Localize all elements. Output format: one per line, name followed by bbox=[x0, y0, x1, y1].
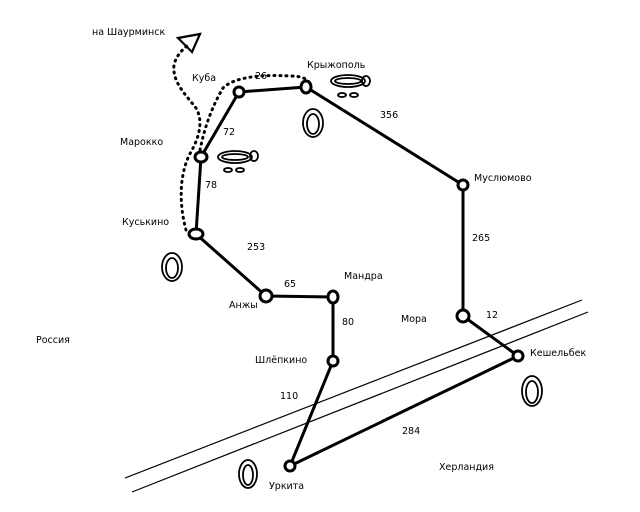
distance-label: 72 bbox=[223, 127, 235, 138]
capsule-icon-urkita bbox=[238, 459, 258, 489]
distance-label: 265 bbox=[472, 233, 490, 244]
node-kuskino bbox=[187, 227, 205, 241]
distance-label: 253 bbox=[247, 242, 265, 253]
node-keshelbek bbox=[511, 349, 525, 363]
node-kuba bbox=[232, 85, 246, 99]
distance-label: 26 bbox=[255, 71, 267, 82]
distance-label: 110 bbox=[280, 391, 298, 402]
town-label-kuba: Куба bbox=[192, 73, 216, 84]
town-label-keshelbek: Кешельбек bbox=[530, 348, 587, 359]
distance-label: 80 bbox=[342, 317, 354, 328]
distance-label: 356 bbox=[380, 110, 398, 121]
capsule-icon-keshelbek bbox=[521, 375, 543, 407]
blimp-icon-kryzhopol bbox=[330, 74, 371, 98]
node-kryzhopol bbox=[299, 79, 313, 95]
capsule-icons bbox=[161, 108, 543, 489]
town-label-kuskino: Куськино bbox=[122, 217, 169, 228]
town-label-shlyopkino: Шлёпкино bbox=[255, 355, 307, 366]
main-route bbox=[194, 85, 520, 468]
country-label-neighbor: Херландия bbox=[439, 462, 494, 473]
capsule-icon-kuskino bbox=[161, 252, 183, 282]
dotted-route bbox=[172, 43, 312, 232]
town-nodes bbox=[187, 79, 525, 473]
border-line bbox=[124, 299, 589, 493]
town-label-anzhy: Анжы bbox=[229, 300, 258, 311]
node-marokko bbox=[193, 150, 209, 164]
direction-label: на Шаурминск bbox=[92, 27, 165, 38]
town-label-marokko: Марокко bbox=[120, 137, 163, 148]
town-label-kryzhopol: Крыжополь bbox=[307, 60, 366, 71]
node-anzhy bbox=[258, 288, 274, 304]
town-label-mora: Мора bbox=[401, 314, 427, 325]
country-label-home: Россия bbox=[36, 335, 70, 346]
distance-label: 284 bbox=[402, 426, 420, 437]
blimp-icon-marokko bbox=[217, 150, 259, 173]
node-urkita bbox=[283, 459, 297, 473]
node-shlyopkino bbox=[326, 354, 340, 368]
direction-arrow-icon bbox=[175, 32, 202, 54]
node-mandra bbox=[326, 289, 340, 305]
distance-label: 78 bbox=[205, 180, 217, 191]
town-label-urkita: Уркита bbox=[269, 481, 304, 492]
town-label-mandra: Мандра bbox=[344, 271, 383, 282]
node-mora bbox=[455, 308, 471, 324]
node-muslyumovo bbox=[456, 178, 470, 192]
town-label-muslyumovo: Муслюмово bbox=[474, 173, 532, 184]
capsule-icon-kryzhopol bbox=[302, 108, 324, 138]
distance-label: 12 bbox=[486, 310, 498, 321]
distance-label: 65 bbox=[284, 279, 296, 290]
